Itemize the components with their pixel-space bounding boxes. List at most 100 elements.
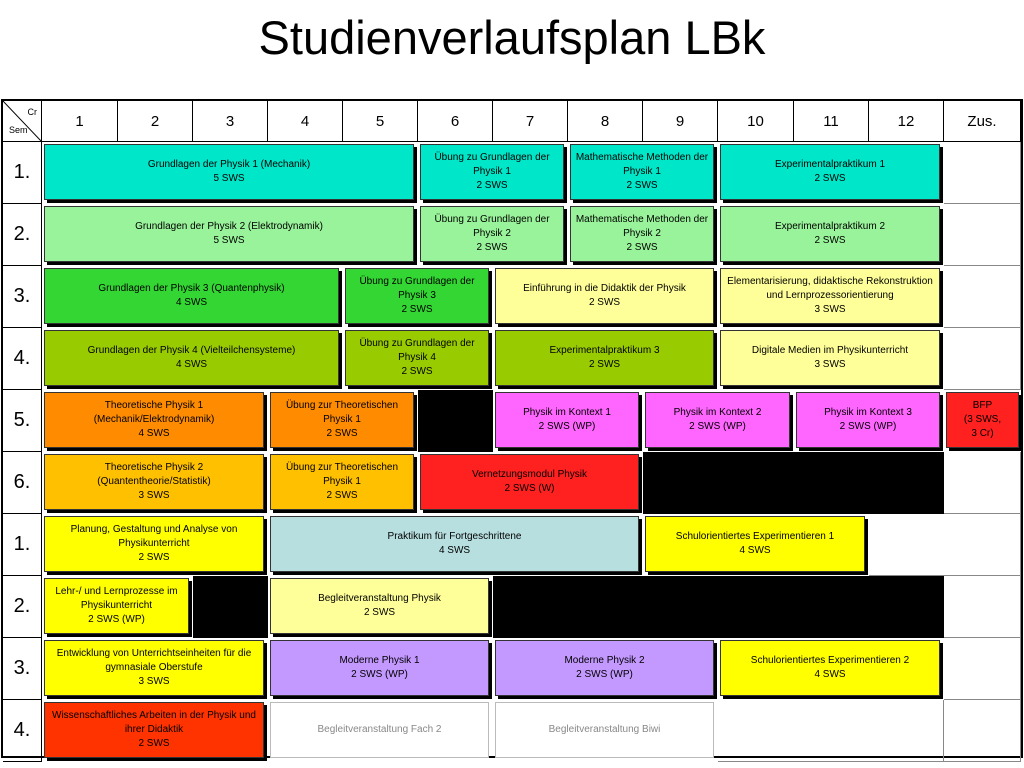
module-title: Lehr-/ und Lernprozesse im Physikunterri… — [55, 586, 178, 611]
module-wissenschaftliches-arbeiten: Wissenschaftliches Arbeiten in der Physi… — [44, 702, 264, 758]
module-sws: 2 SWS — [476, 180, 508, 191]
module-experimentalpraktikum-1: Experimentalpraktikum 1 2 SWS — [720, 144, 940, 200]
module-praktikum-fortgeschrittene: Praktikum für Fortgeschrittene 4 SWS — [270, 516, 639, 572]
total-cell — [944, 266, 1021, 328]
page-title: Studienverlaufsplan LBk — [258, 11, 766, 64]
module-title: Theoretische Physik 2 (Quantentheorie/St… — [97, 462, 211, 487]
module-sws: 2 SWS — [138, 552, 170, 563]
module-sws: 2 SWS (WP) — [88, 614, 145, 625]
module-title: Wissenschaftliches Arbeiten in der Physi… — [52, 710, 256, 735]
module-title: Begleitveranstaltung Physik — [318, 593, 441, 604]
module-title: Übung zur Theoretischen Physik 1 — [285, 462, 399, 487]
module-lehr-lernprozesse: Lehr-/ und Lernprozesse im Physikunterri… — [44, 578, 189, 634]
module-grundlagen-physik-4: Grundlagen der Physik 4 (Vielteilchensys… — [44, 330, 339, 386]
total-cell — [944, 576, 1021, 638]
total-cell — [944, 638, 1021, 700]
module-sws: 4 SWS — [138, 428, 170, 439]
module-title: Übung zur Theoretischen Physik 1 — [285, 400, 399, 425]
module-uebung-physik-4: Übung zu Grundlagen der Physik 4 2 SWS — [345, 330, 489, 386]
module-title: Übung zu Grundlagen der Physik 2 — [434, 214, 550, 239]
blocked-cell — [643, 452, 944, 514]
semester-label: 4. — [3, 328, 42, 390]
credit-column-header: 6 — [418, 101, 493, 142]
module-moderne-physik-1: Moderne Physik 1 2 SWS (WP) — [270, 640, 489, 696]
empty-cell — [718, 700, 944, 762]
credit-column-header: 11 — [794, 101, 869, 142]
module-sws: (3 SWS, — [963, 414, 1002, 425]
module-digitale-medien: Digitale Medien im Physikunterricht 3 SW… — [720, 330, 940, 386]
module-title: Schulorientiertes Experimentieren 1 — [675, 531, 835, 542]
module-elementarisierung: Elementarisierung, didaktische Rekonstru… — [720, 268, 940, 324]
module-title: Einführung in die Didaktik der Physik — [523, 283, 686, 294]
module-title: BFP — [972, 400, 993, 411]
module-sws: 2 SWS (WP) — [538, 421, 596, 432]
module-title: Übung zu Grundlagen der Physik 4 — [359, 338, 475, 363]
credit-column-header: 9 — [643, 101, 718, 142]
diagonal-divider — [3, 101, 41, 141]
module-sws: 2 SWS — [588, 297, 621, 308]
module-uebung-physik-3: Übung zu Grundlagen der Physik 3 2 SWS — [345, 268, 489, 324]
blocked-cell — [193, 576, 268, 638]
total-cell — [944, 452, 1021, 514]
module-sws: 2 SWS — [476, 242, 508, 253]
module-title: Grundlagen der Physik 1 (Mechanik) — [147, 159, 311, 170]
module-schulorientiertes-experimentieren-2: Schulorientiertes Experimentieren 2 4 SW… — [720, 640, 940, 696]
module-sws: 3 SWS — [814, 359, 846, 370]
module-sws: 2 SWS (WP) — [839, 421, 897, 432]
module-grundlagen-physik-2: Grundlagen der Physik 2 (Elektrodynamik)… — [44, 206, 414, 262]
blocked-cell — [493, 576, 944, 638]
module-experimentalpraktikum-3: Experimentalpraktikum 3 2 SWS — [495, 330, 714, 386]
semester-label: 3. — [3, 266, 42, 328]
module-title: Übung zu Grundlagen der Physik 3 — [359, 276, 475, 301]
semester-label: 1. — [3, 514, 42, 576]
study-plan-table: Cr Sem 1 2 3 4 5 6 7 8 9 10 11 12 Zus. 1… — [1, 99, 1023, 762]
module-title: Begleitveranstaltung Fach 2 — [317, 724, 442, 735]
module-grundlagen-physik-3: Grundlagen der Physik 3 (Quantenphysik) … — [44, 268, 339, 324]
module-title: Grundlagen der Physik 3 (Quantenphysik) — [98, 283, 285, 294]
header-corner-cell: Cr Sem — [3, 101, 42, 142]
module-sws: 5 SWS — [213, 235, 245, 246]
module-sws: 5 SWS — [213, 173, 245, 184]
credit-column-header: 4 — [268, 101, 343, 142]
module-title: Mathematische Methoden der Physik 2 — [575, 214, 709, 239]
module-sws: 2 SWS — [326, 428, 358, 439]
total-cell — [944, 700, 1021, 762]
empty-cell — [869, 514, 1021, 576]
module-sws: 2 SWS (W) — [504, 483, 555, 494]
module-schulorientiertes-experimentieren-1: Schulorientiertes Experimentieren 1 4 SW… — [645, 516, 865, 572]
module-title: Physik im Kontext 3 — [824, 407, 912, 418]
module-grundlagen-physik-1: Grundlagen der Physik 1 (Mechanik) 5 SWS — [44, 144, 414, 200]
blocked-cell — [418, 390, 493, 452]
module-begleitveranstaltung-biwi: Begleitveranstaltung Biwi — [495, 702, 714, 758]
module-title: Digitale Medien im Physikunterricht — [751, 345, 909, 356]
module-sws: 2 SWS — [401, 366, 433, 377]
credit-column-header: 1 — [42, 101, 118, 142]
module-sws: 4 SWS — [175, 359, 208, 370]
semester-label: 6. — [3, 452, 42, 514]
module-title: Moderne Physik 2 — [564, 655, 645, 666]
semester-label: 4. — [3, 700, 42, 762]
module-title: Physik im Kontext 2 — [673, 407, 762, 418]
credit-column-header: 10 — [718, 101, 794, 142]
module-sws: 3 SWS — [814, 304, 846, 315]
credit-axis-label: Cr — [27, 107, 38, 117]
total-cell — [944, 328, 1021, 390]
module-sws: 4 SWS — [814, 669, 846, 680]
module-title: Entwicklung von Unterrichtseinheiten für… — [56, 648, 252, 673]
module-unterrichtseinheiten-oberstufe: Entwicklung von Unterrichtseinheiten für… — [44, 640, 264, 696]
semester-label: 5. — [3, 390, 42, 452]
total-cell — [944, 204, 1021, 266]
module-begleitveranstaltung-fach-2: Begleitveranstaltung Fach 2 — [270, 702, 489, 758]
module-physik-im-kontext-2: Physik im Kontext 2 2 SWS (WP) — [645, 392, 790, 448]
module-sws: 2 SWS — [588, 359, 621, 370]
credit-column-header: 12 — [869, 101, 944, 142]
module-theoretische-physik-1: Theoretische Physik 1 (Mechanik/Elektrod… — [44, 392, 264, 448]
module-sws: 2 SWS — [814, 235, 846, 246]
module-sws: 2 SWS — [326, 490, 358, 501]
module-title: Begleitveranstaltung Biwi — [548, 724, 661, 735]
module-sws: 2 SWS — [138, 738, 170, 749]
module-title: Experimentalpraktikum 1 — [774, 159, 886, 170]
semester-label: 3. — [3, 638, 42, 700]
module-uebung-theoretische-physik-2: Übung zur Theoretischen Physik 1 2 SWS — [270, 454, 414, 510]
module-uebung-physik-1: Übung zu Grundlagen der Physik 1 2 SWS — [420, 144, 564, 200]
